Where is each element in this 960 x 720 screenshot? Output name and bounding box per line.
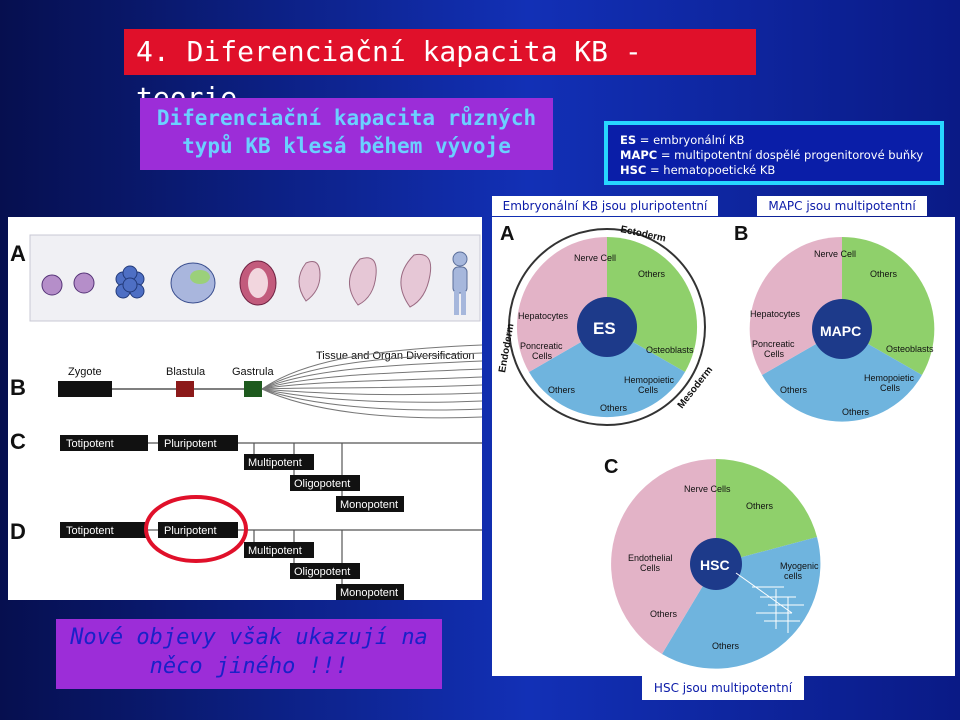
note-line-1: Nové objevy však ukazují na [70,625,428,650]
pie-c-endothelial-2: Cells [640,563,661,573]
legend-es: ES = embryonální KB [620,133,745,147]
row-c-monopotent: Monopotent [340,499,398,511]
row-d-multipotent: Multipotent [248,545,302,557]
pie-b-hepatocytes: Hepatocytes [750,309,801,319]
development-figure: A B Zygote Blastula Gastrula Tissue and … [8,217,483,600]
row-b-letter: B [10,375,26,400]
pie-a-hepatocytes: Hepatocytes [518,311,569,321]
pie-b-hemopoietic-2: Cells [880,383,901,393]
abbreviation-legend: ES = embryonální KB MAPC = multipotentní… [604,121,944,185]
pie-b-letter: B [734,223,748,245]
pie-c-myogenic-1: Myogenic [780,561,819,571]
note-line-2: něco jiného !!! [149,654,349,679]
pie-c-nerve: Nerve Cells [684,484,731,494]
stem-cell-potency-figure: A ES Ectoderm Endoderm Mesoderm Nerve Ce… [492,217,955,676]
pie-b-poncreatic-1: Poncreatic [752,339,795,349]
diversification-lines [261,344,483,419]
pie-a-poncreatic-2: Cells [532,351,553,361]
row-c-pluripotent: Pluripotent [164,438,217,450]
blastula-label: Blastula [166,366,206,378]
gastrula-label: Gastrula [232,366,274,378]
subtitle-line-1: Diferenciační kapacita různých [156,106,537,130]
row-d-pluripotent: Pluripotent [164,525,217,537]
hsc-lineage-tree [735,572,804,633]
embryo-illustrations [41,251,468,315]
pie-a-center: ES [593,319,616,338]
row-a-letter: A [10,241,26,266]
pie-c-others-bottom: Others [712,641,740,651]
row-c-lines [148,442,482,504]
legend-mapc: MAPC = multipotentní dospělé progenitoro… [620,148,924,162]
pie-c-others-top: Others [746,501,774,511]
pie-b-poncreatic-2: Cells [764,349,785,359]
pie-c-myogenic-2: cells [784,571,803,581]
slide-title: 4. Diferenciační kapacita KB - teorie [124,29,756,114]
pie-es [508,228,706,426]
row-c-multipotent: Multipotent [248,457,302,469]
pie-c-center: HSC [700,557,730,573]
gastrula-box [244,381,262,397]
pie-a-others-left: Others [548,385,576,395]
hsc-caption: HSC jsou multipotentní [642,676,804,700]
subtitle-box: Diferenciační kapacita různých typů KB k… [140,98,553,170]
pie-a-osteoblasts: Osteoblasts [646,345,694,355]
row-d-oligopotent: Oligopotent [294,566,350,578]
pie-a-others-bottom: Others [600,403,628,413]
pie-b-nerve: Nerve Cell [814,249,856,259]
zygote-bar [58,381,112,397]
zygote-label: Zygote [68,366,102,378]
pie-mapc [749,236,935,422]
row-d-letter: D [10,519,26,544]
pie-c-letter: C [604,456,618,478]
row-c-letter: C [10,429,26,454]
tissue-label: Tissue and Organ Diversification [316,350,475,362]
pie-c-endothelial-1: Endothelial [628,553,673,563]
pie-b-others-bottom: Others [842,407,870,417]
row-d-monopotent: Monopotent [340,587,398,599]
pie-b-osteoblasts: Osteoblasts [886,344,934,354]
es-caption: Embryonální KB jsou pluripotentní [492,196,718,216]
pie-b-others-top: Others [870,269,898,279]
pie-b-center: MAPC [820,323,861,339]
pie-a-nerve: Nerve Cell [574,253,616,263]
row-c-totipotent: Totipotent [66,438,114,450]
pie-hsc [611,459,821,669]
row-d-totipotent: Totipotent [66,525,114,537]
mapc-caption: MAPC jsou multipotentní [757,196,927,216]
pie-a-endoderm: Endoderm [497,323,516,374]
pie-a-letter: A [500,223,514,245]
note-box: Nové objevy však ukazují na něco jiného … [56,619,442,689]
blastula-box [176,381,194,397]
subtitle-line-2: typů KB klesá během vývoje [182,134,511,158]
pie-b-others-left: Others [780,385,808,395]
pie-a-hemopoietic-1: Hemopoietic [624,375,675,385]
legend-hsc: HSC = hematopoetické KB [620,163,776,177]
pluripotent-highlight-ring [144,495,248,563]
pie-a-others-top: Others [638,269,666,279]
row-c-oligopotent: Oligopotent [294,478,350,490]
pie-b-hemopoietic-1: Hemopoietic [864,373,915,383]
pie-c-others-left: Others [650,609,678,619]
pie-a-hemopoietic-2: Cells [638,385,659,395]
pie-a-poncreatic-1: Poncreatic [520,341,563,351]
